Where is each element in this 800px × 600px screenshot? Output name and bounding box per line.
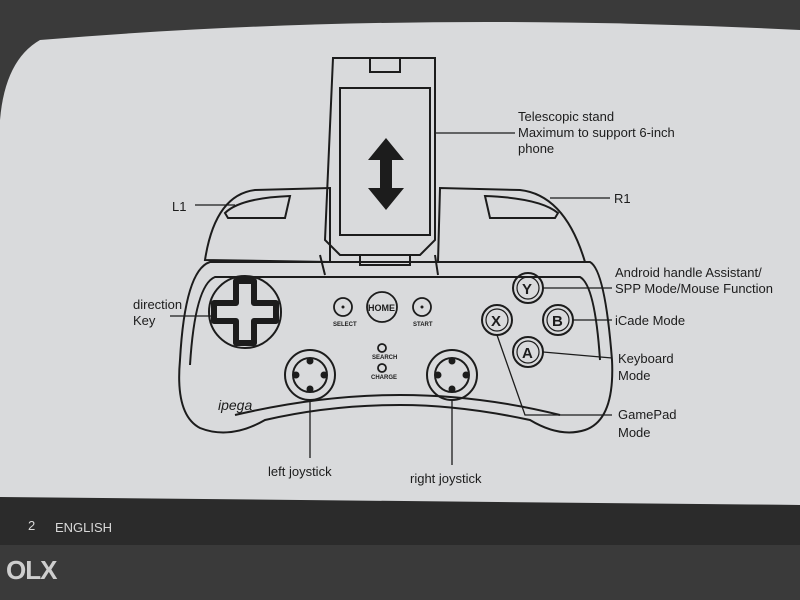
- l1-button: [223, 194, 292, 219]
- label-left-joystick: left joystick: [268, 464, 332, 479]
- controller-body: [178, 186, 614, 434]
- label-gamepad-2: Mode: [618, 425, 651, 440]
- svg-text:X: X: [491, 313, 501, 330]
- label-android-1: Android handle Assistant/: [615, 265, 762, 280]
- svg-text:CHARGE: CHARGE: [371, 375, 397, 381]
- svg-text:SEARCH: SEARCH: [372, 355, 397, 361]
- direction-key: [208, 275, 282, 349]
- telescopic-stand: [319, 57, 439, 276]
- footer-language: ENGLISH: [55, 520, 112, 535]
- label-l1: L1: [172, 199, 186, 214]
- a-button: A: [512, 336, 544, 368]
- footer-band: [0, 497, 800, 545]
- y-button: Y: [512, 272, 544, 304]
- leader-lines: [170, 132, 613, 465]
- label-keyboard-1: Keyboard: [618, 351, 674, 366]
- svg-text:SELECT: SELECT: [333, 322, 357, 328]
- label-keyboard-2: Mode: [618, 368, 651, 383]
- brand-logo: ipega: [218, 397, 252, 413]
- label-telescopic-3: phone: [518, 141, 554, 156]
- svg-text:START: START: [413, 322, 433, 328]
- label-direction-2: Key: [133, 313, 156, 328]
- home-button: HOME: [366, 291, 398, 323]
- label-right-joystick: right joystick: [410, 471, 482, 486]
- label-gamepad-1: GamePad: [618, 407, 677, 422]
- r1-button: [483, 194, 560, 219]
- label-android-2: SPP Mode/Mouse Function: [615, 281, 773, 296]
- label-telescopic-2: Maximum to support 6-inch: [518, 125, 675, 140]
- svg-text:Y: Y: [522, 281, 532, 298]
- label-icade: iCade Mode: [615, 313, 685, 328]
- label-direction-1: direction: [133, 297, 182, 312]
- svg-text:B: B: [552, 313, 563, 330]
- label-r1: R1: [614, 191, 631, 206]
- select-button: SELECT: [333, 297, 357, 328]
- search-indicator: SEARCH: [372, 343, 397, 361]
- label-telescopic-1: Telescopic stand: [518, 109, 614, 124]
- svg-text:A: A: [522, 345, 533, 362]
- start-button: START: [412, 297, 433, 328]
- charge-indicator: CHARGE: [371, 363, 397, 381]
- svg-text:HOME: HOME: [368, 303, 395, 313]
- page-number: 2: [28, 518, 35, 533]
- olx-watermark: OLX: [6, 555, 57, 585]
- paper-sheet: [0, 22, 800, 505]
- up-down-arrow-icon: [368, 138, 404, 210]
- left-joystick: [284, 349, 336, 401]
- b-button: B: [542, 304, 574, 336]
- x-button: X: [481, 304, 513, 336]
